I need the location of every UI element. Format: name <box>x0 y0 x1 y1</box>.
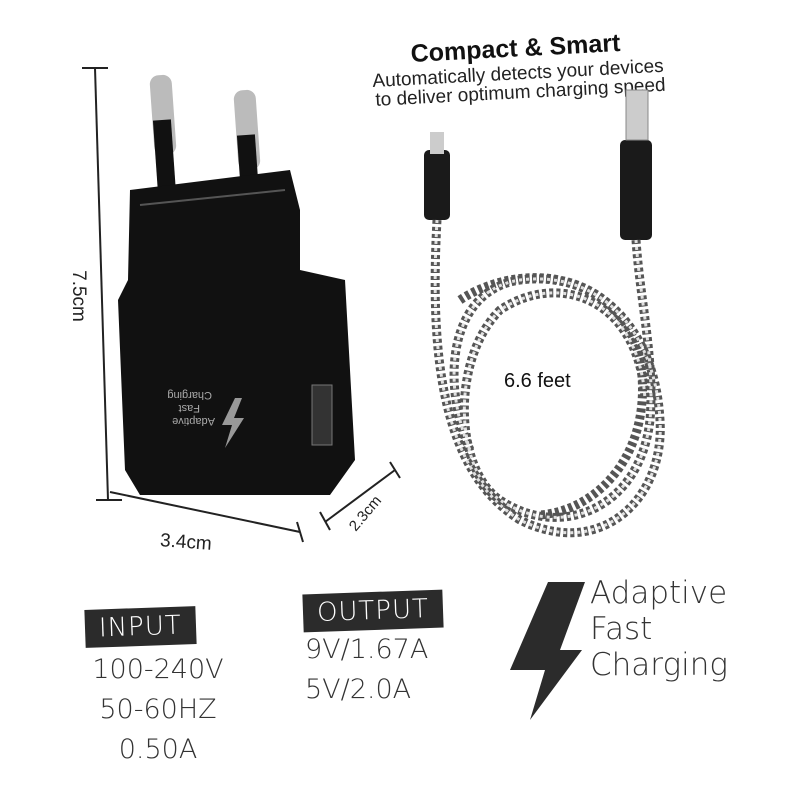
plug-prongs <box>149 74 261 206</box>
badge-line: Adaptive <box>590 575 728 611</box>
output-normal: 5V/2.0A <box>305 674 412 705</box>
badge-line: Fast <box>590 611 653 647</box>
charger-print: Fast <box>179 402 200 414</box>
input-current: 0.50A <box>118 734 198 765</box>
output-specs: 9V/1.67A 5V/2.0A <box>305 630 428 710</box>
lightning-bolt-icon <box>510 582 585 720</box>
dimension-lines <box>82 67 401 543</box>
input-voltage: 100-240V <box>92 654 224 685</box>
width-dimension: 3.4cm <box>159 530 213 555</box>
charger-print: Charging <box>167 389 212 401</box>
badge-line: Charging <box>590 647 728 683</box>
cable-illustration <box>424 89 665 538</box>
input-frequency: 50-60HZ <box>99 694 217 725</box>
charger-bolt-icon <box>222 398 244 448</box>
charger-body <box>118 170 355 495</box>
height-dimension: 7.5cm <box>67 270 89 322</box>
output-label: OUTPUT <box>302 589 444 633</box>
output-fast: 9V/1.67A <box>305 634 429 665</box>
adaptive-fast-charging-badge: Adaptive Fast Charging <box>590 575 728 683</box>
input-specs: 100-240V 50-60HZ 0.50A <box>88 650 228 770</box>
charger-print: Adaptive <box>172 415 215 427</box>
usb-port <box>311 384 333 446</box>
input-label: INPUT <box>84 606 197 648</box>
cable-length: 6.6 feet <box>504 370 571 392</box>
